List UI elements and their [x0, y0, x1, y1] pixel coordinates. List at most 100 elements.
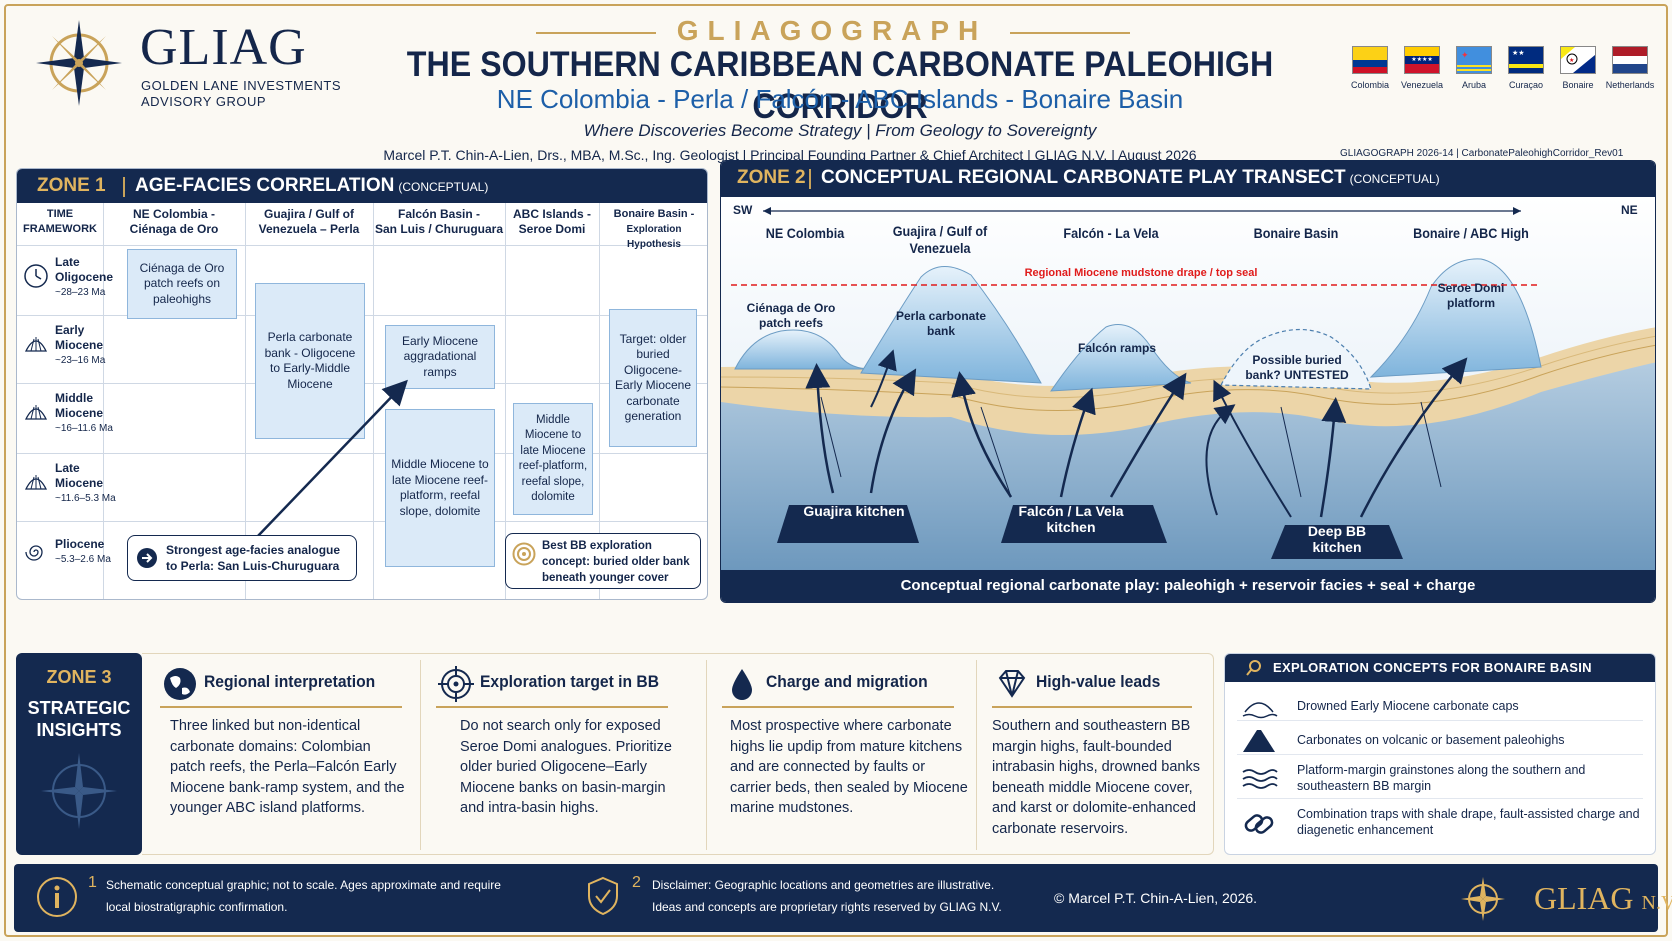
footnote-number: 1 — [88, 874, 97, 891]
compass-rose-icon — [36, 20, 122, 106]
callout-strongest-analogue: Strongest age-facies analogue to Perla: … — [127, 535, 357, 581]
col-header-colombia: NE Colombia -Ciénaga de Oro — [129, 207, 219, 236]
target-badge-icon — [512, 542, 536, 566]
aruba-flag-icon: ✦ — [1456, 46, 1492, 74]
facies-box-falcon-early: Early Miocene aggradational ramps — [385, 325, 495, 389]
region-ne-colombia: NE Colombia — [765, 225, 845, 241]
flag-label: Bonaire — [1562, 80, 1594, 90]
transect-cross-section — [721, 197, 1655, 572]
footnote-2: Disclaimer: Geographic locations and geo… — [652, 878, 1002, 914]
flag-label: Netherlands — [1605, 80, 1655, 90]
series-label: GLIAGOGRAPH — [676, 15, 988, 46]
shell-icon — [24, 337, 48, 352]
insight-regional: Regional interpretation Three linked but… — [150, 660, 412, 852]
volcano-icon — [1243, 730, 1275, 752]
arrow-circle-icon — [137, 548, 157, 568]
flag-label: Curaçao — [1508, 80, 1544, 90]
tagline: Where Discoveries Become Strategy | From… — [583, 121, 1097, 140]
zone2-footer: Conceptual regional carbonate play: pale… — [721, 570, 1655, 602]
footnote-number: 2 — [632, 874, 641, 891]
zone2-header: ZONE 2 CONCEPTUAL REGIONAL CARBONATE PLA… — [721, 161, 1655, 197]
label-possible-buried-bank: Possible buried bank? UNTESTED — [1245, 353, 1349, 382]
waves-icon — [1242, 769, 1278, 789]
region-bonaire-basin: Bonaire Basin — [1253, 225, 1339, 241]
insight-exploration-target: Exploration target in BB Do not search o… — [426, 660, 688, 852]
facies-box-falcon-middle: Middle Miocene to late Miocene reef-plat… — [385, 409, 495, 567]
label-cienaga-reefs: Ciénaga de Oro patch reefs — [746, 301, 836, 330]
author-line: Marcel P.T. Chin-A-Lien, Drs., MBA, M.Sc… — [383, 147, 1197, 163]
col-header-abc: ABC Islands -Seroe Domi — [512, 207, 591, 236]
series-rule-left — [536, 32, 656, 34]
zone2-number: ZONE 2 — [737, 167, 806, 188]
netherlands-flag-icon — [1612, 46, 1648, 74]
zone1-header: ZONE 1 AGE-FACIES CORRELATION(CONCEPTUAL… — [17, 169, 707, 203]
ammonite-icon — [25, 545, 43, 561]
bonaire-flag-icon: ★ — [1560, 46, 1596, 74]
info-icon — [37, 877, 77, 917]
diamond-icon — [998, 670, 1026, 698]
zone1-panel: ZONE 1 AGE-FACIES CORRELATION(CONCEPTUAL… — [16, 168, 708, 600]
direction-ne: NE — [1621, 203, 1638, 217]
label-falcon-ramps: Falcón ramps — [1077, 341, 1157, 355]
region-falcon: Falcón - La Vela — [1063, 225, 1159, 241]
direction-sw: SW — [733, 203, 753, 217]
label-seroe-domi: Seroe Domi platform — [1437, 281, 1505, 310]
footer-bar: 1 Schematic conceptual graphic; not to s… — [14, 864, 1672, 932]
insight-high-value-leads: High-value leads Southern and southeaste… — [982, 660, 1214, 852]
concept-item: Carbonates on volcanic or basement paleo… — [1297, 733, 1565, 747]
flag-label: Colombia — [1350, 80, 1390, 90]
analogue-arrow — [256, 379, 408, 538]
facies-box-perla: Perla carbonate bank - Oligocene to Earl… — [255, 283, 365, 439]
crosshair-target-icon — [438, 666, 474, 702]
seal-label: Regional Miocene mudstone drape / top se… — [1024, 267, 1258, 279]
compass-rose-icon — [41, 753, 117, 829]
zone2-panel: ZONE 2 CONCEPTUAL REGIONAL CARBONATE PLA… — [720, 160, 1656, 603]
chain-link-icon — [1244, 814, 1274, 834]
clock-icon — [24, 264, 48, 288]
col-header-falcon: Falcón Basin -San Luis / Churuguara — [374, 207, 503, 236]
zone3-number: ZONE 3 — [46, 667, 112, 687]
kitchen-falcon: Falcón / La Vela kitchen — [1018, 503, 1124, 535]
colombia-flag-icon — [1352, 46, 1388, 74]
facies-box-cienaga: Ciénaga de Oro patch reefs on paleohighs — [127, 249, 237, 319]
magnifier-icon — [1246, 660, 1261, 676]
page-frame — [4, 4, 1668, 937]
venezuela-flag-icon: ★★★★ — [1404, 46, 1440, 74]
col-header-bonaire: Bonaire Basin -Exploration Hypothesis — [613, 208, 695, 250]
brand-logo-text: GLIAG — [140, 19, 307, 76]
page-title: THE SOUTHERN CARIBBEAN CARBONATE PALEOHI… — [406, 45, 1274, 126]
facies-box-abc: Middle Miocene to late Miocene reef-plat… — [513, 403, 593, 515]
shell-icon — [24, 405, 48, 420]
shield-icon — [588, 876, 618, 916]
concept-item: Platform-margin grainstones along the so… — [1297, 763, 1586, 793]
series-rule-right — [1010, 32, 1130, 34]
kitchen-guajira: Guajira kitchen — [803, 503, 905, 519]
globe-icon — [164, 668, 196, 700]
exploration-concepts-panel: EXPLORATION CONCEPTS FOR BONAIRE BASIN D… — [1224, 653, 1656, 855]
concepts-title: EXPLORATION CONCEPTS FOR BONAIRE BASIN — [1225, 654, 1655, 682]
concept-item: Combination traps with shale drape, faul… — [1297, 807, 1640, 837]
footer-brand: GLIAG N.V. — [1534, 880, 1672, 916]
copyright: © Marcel P.T. Chin-A-Lien, 2026. — [1054, 890, 1258, 906]
zone3-insights-panel — [142, 653, 1214, 855]
footnote-1: Schematic conceptual graphic; not to sca… — [106, 878, 501, 914]
kitchen-deep-bb: Deep BB kitchen — [1307, 523, 1367, 555]
curacao-flag-icon: ★★ — [1508, 46, 1544, 74]
row-label-pliocene: Pliocene~5.3–2.6 Ma — [55, 537, 111, 565]
zone1-number: ZONE 1 — [37, 175, 106, 196]
oil-drop-icon — [732, 669, 752, 700]
insight-charge-migration: Charge and migration Most prospective wh… — [712, 660, 974, 852]
region-guajira: Guajira / Gulf of Venezuela — [892, 223, 988, 256]
zone2-title: CONCEPTUAL REGIONAL CARBONATE PLAY TRANS… — [821, 167, 1440, 188]
concept-item: Drowned Early Miocene carbonate caps — [1297, 699, 1519, 713]
zone1-title: AGE-FACIES CORRELATION(CONCEPTUAL) — [135, 175, 489, 196]
flag-label: Venezuela — [1400, 80, 1444, 90]
